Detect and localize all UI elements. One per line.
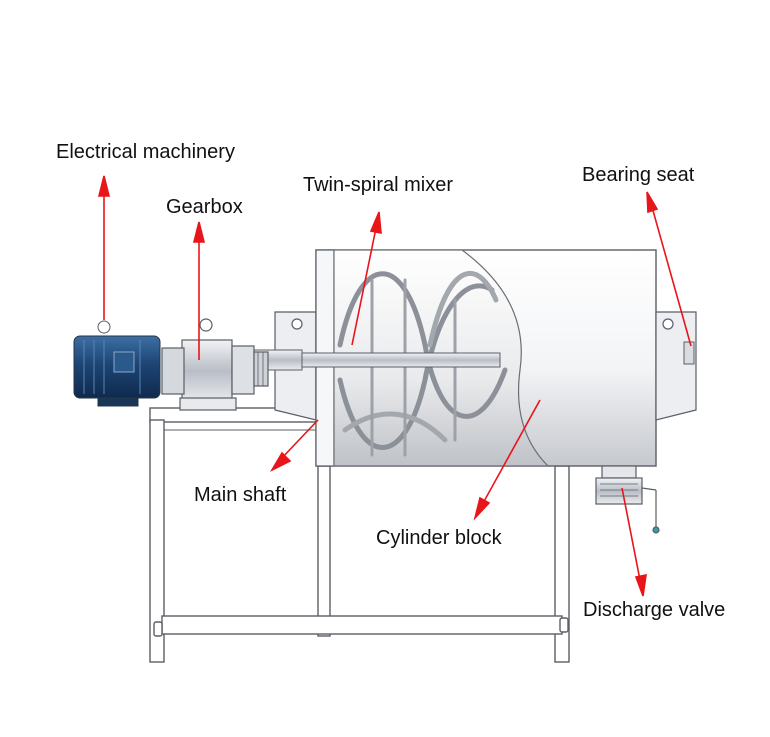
coupling xyxy=(253,351,269,387)
bearing-nub xyxy=(683,341,695,365)
label-gearbox: Gearbox xyxy=(166,196,243,218)
arrow-main-shaft xyxy=(279,419,319,461)
support-frame xyxy=(149,407,570,663)
gearbox-drawing xyxy=(161,318,269,411)
annotation-arrows xyxy=(97,175,692,597)
label-bearing-seat: Bearing seat xyxy=(582,164,695,186)
arrow-bearing-seat xyxy=(651,206,692,347)
arrow-cylinder-block xyxy=(481,399,541,506)
discharge-valve-drawing xyxy=(595,465,660,534)
label-cylinder-block: Cylinder block xyxy=(376,527,502,549)
label-electrical-machinery: Electrical machinery xyxy=(56,141,235,163)
arrow-discharge-valve xyxy=(621,487,641,581)
motor-drawing xyxy=(73,320,161,407)
main-shaft-drawing xyxy=(249,349,501,371)
label-main-shaft: Main shaft xyxy=(194,484,287,506)
arrow-twin-spiral xyxy=(351,227,377,346)
label-discharge-valve: Discharge valve xyxy=(583,599,726,621)
label-twin-spiral-mixer: Twin-spiral mixer xyxy=(303,174,454,196)
